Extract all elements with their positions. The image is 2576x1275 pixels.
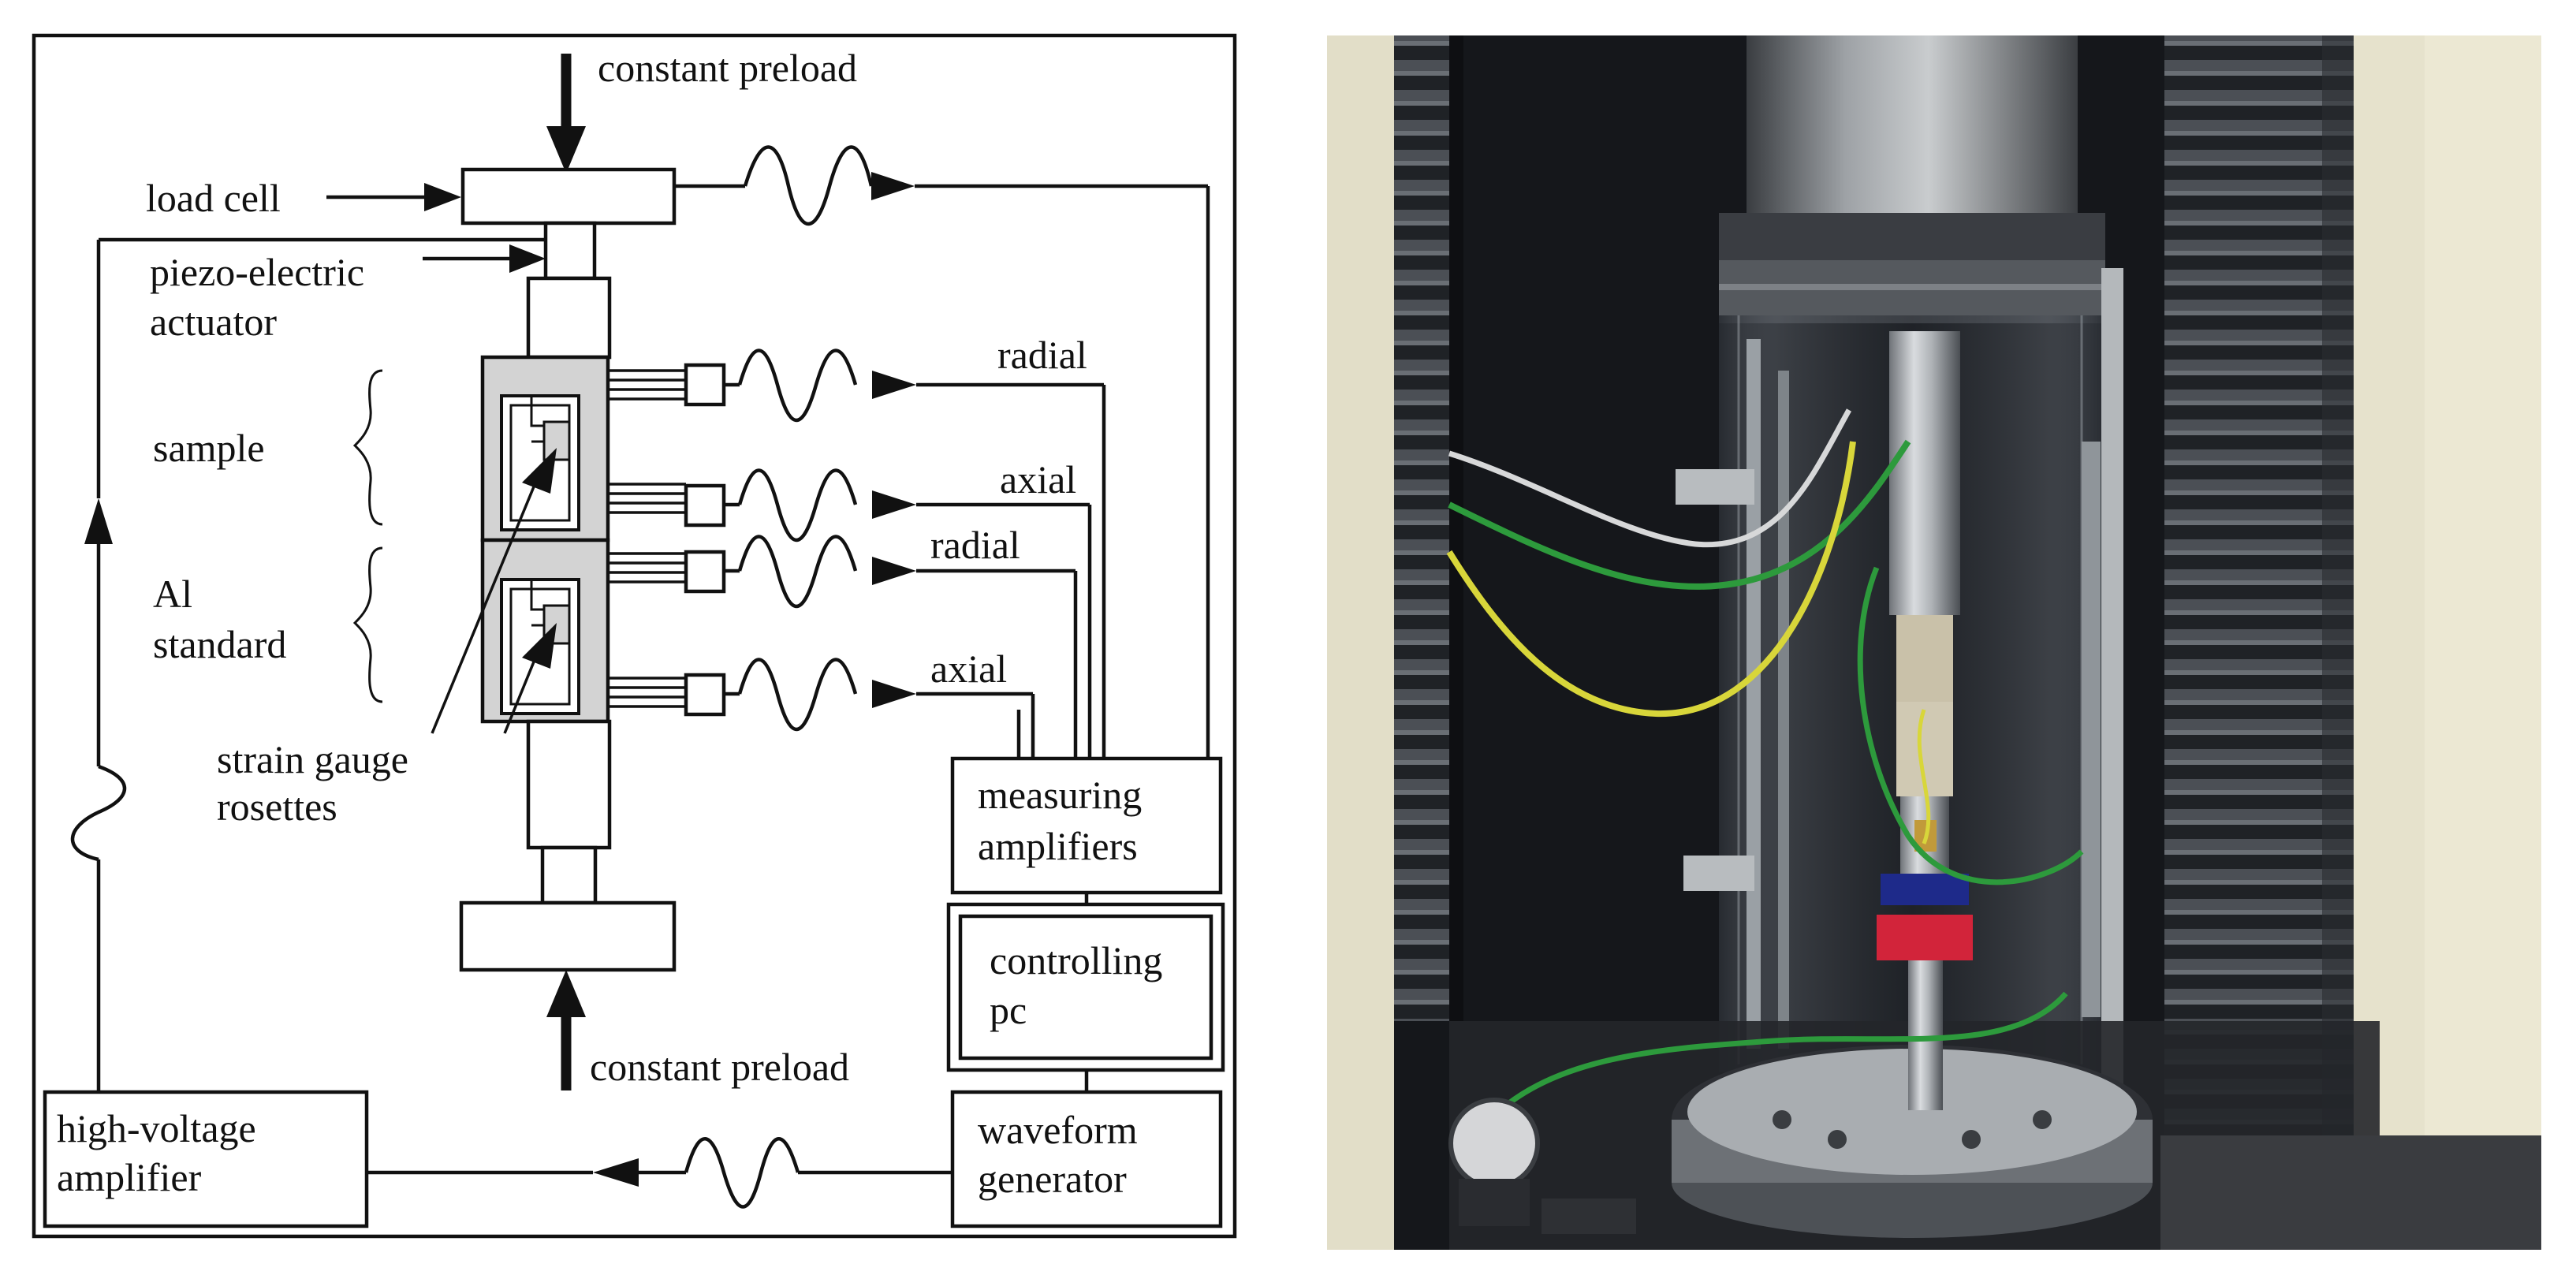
rosettes-label-1: strain gauge [217,737,408,781]
lower-neck [540,845,598,905]
standard-brace [352,546,383,703]
load-cell-label: load cell [146,176,281,220]
load-cell-block [460,167,677,226]
load-cell-signal [674,145,1210,759]
top-preload-arrow [546,54,586,173]
green-wire-1 [1448,439,1911,590]
waveform-label-1: waveform [978,1108,1138,1152]
standard-label-1: Al [153,572,192,616]
actuator-body [526,276,612,360]
amplifiers-label-2: amplifiers [978,824,1138,868]
measuring-amplifiers-box [950,756,1223,895]
lower-spacer [526,719,612,850]
signal-radial-1 [724,349,1106,759]
setup-photo [1327,35,2541,1250]
high-voltage-amplifier-box [43,1090,369,1228]
left-frame-column [1327,35,1394,1250]
left-bellows [1394,35,1449,1021]
hv-label-1: high-voltage [57,1106,256,1150]
waveform-generator-box [950,1090,1223,1228]
red-band [1877,915,1973,960]
pc-label-1: controlling [990,938,1162,982]
connector-axial-1 [684,483,726,528]
controlling-pc-inner [958,914,1213,1061]
connector-axial-2 [684,673,726,717]
white-wire [1448,408,1852,548]
bottom-preload-arrow [546,970,586,1090]
connector-radial-1 [684,363,726,407]
sample-label: sample [153,426,265,470]
sample-brace [352,369,383,526]
gauge-wires [608,369,686,708]
radial-label-1: radial [997,333,1087,377]
specimen-stack [1889,331,1960,615]
waveform-label-2: generator [978,1157,1127,1201]
actuator-label-2: actuator [150,300,277,344]
actuator-label-1: piezo-electric [150,250,364,294]
axial-label-1: axial [1000,457,1076,501]
axial-label-2: axial [930,647,1007,691]
base-plate [459,900,677,972]
radial-label-2: radial [930,523,1020,567]
rosettes-label-2: rosettes [217,785,337,829]
actuator-pointer [423,244,546,273]
hv-label-2: amplifier [57,1155,202,1199]
yellow-wire [1446,441,1856,718]
amplifiers-label-1: measuring [978,773,1142,817]
load-cell-pointer [326,183,461,211]
pc-label-2: pc [990,988,1027,1032]
setup-diagram: constant preload load cell piezo-electri… [32,33,1237,1239]
pressure-gauge [1448,1098,1540,1189]
actuator-neck [543,221,597,281]
blue-band [1881,874,1969,905]
top-preload-label: constant preload [598,46,857,90]
standard-label-2: standard [153,622,286,666]
green-wire-3 [1480,991,2068,1130]
signal-axial-2 [724,658,1035,759]
green-wire-2 [1857,566,2084,885]
signal-axial-1 [724,468,1092,759]
upper-ram [1747,35,2078,225]
hv-feed-line [70,237,546,1092]
rosette-pointers [431,448,557,734]
connector-radial-2 [684,550,726,594]
signal-radial-2 [724,535,1078,759]
drive-signal [367,1137,952,1209]
rosette-sample [500,394,580,531]
bottom-preload-label: constant preload [590,1045,849,1089]
